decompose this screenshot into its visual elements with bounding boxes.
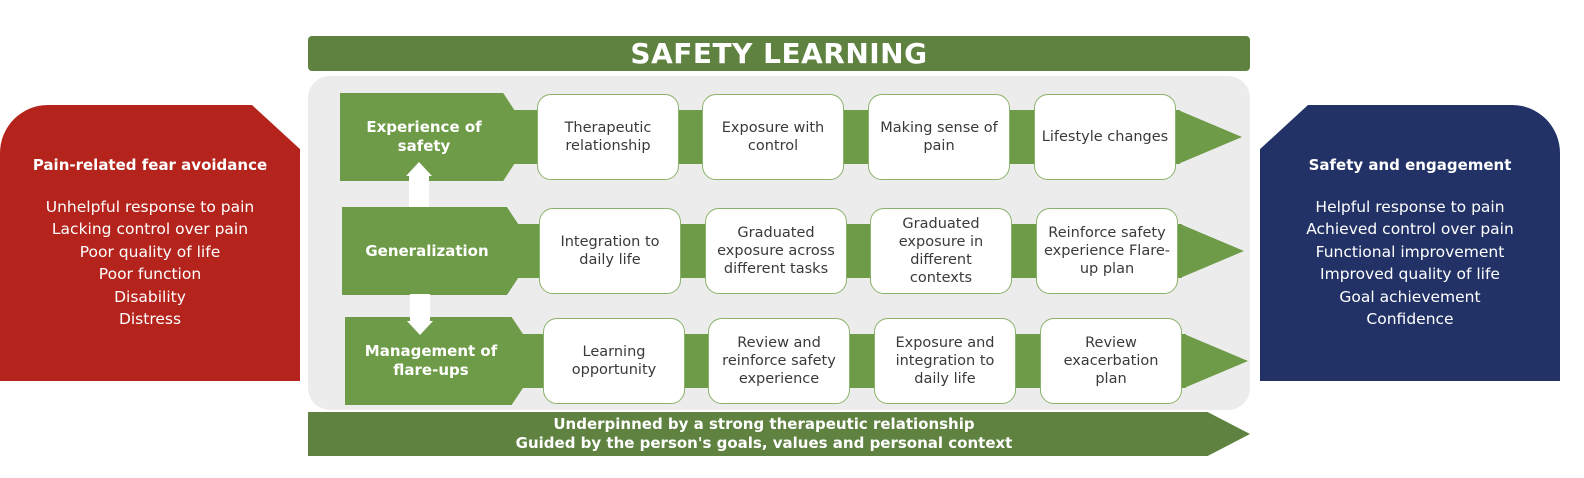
row-label-text: Management of flare-ups [364,342,498,379]
footer-line-2: Guided by the person's goals, values and… [515,434,1013,452]
connector-up [409,176,429,207]
right-panel-line: Achieved control over pain [1306,220,1514,238]
arrow-up-icon [406,162,432,176]
row-label-experience: Experience of safety [340,93,532,181]
diagram-title-text: SAFETY LEARNING [630,37,928,70]
step-box: Review and reinforce safety experience [708,318,850,404]
step-box: Therapeutic relationship [537,94,679,180]
step-box: Exposure with control [702,94,844,180]
left-panel-title: Pain-related fear avoidance [32,155,268,174]
diagram-title: SAFETY LEARNING [308,36,1250,71]
step-box: Lifestyle changes [1034,94,1176,180]
left-panel-fear-avoidance: Pain-related fear avoidance Unhelpful re… [0,105,300,381]
row-label-generalization: Generalization [342,207,536,295]
step-box: Exposure and integration to daily life [874,318,1016,404]
step-box: Review exacerbation plan [1040,318,1182,404]
left-panel-line: Poor function [98,265,202,283]
arrow-down-icon [407,321,433,335]
right-panel-line: Helpful response to pain [1315,197,1505,216]
left-panel-line: Lacking control over pain [51,220,249,238]
step-box: Learning opportunity [543,318,685,404]
step-box: Reinforce safety experience Flare-up pla… [1036,208,1178,294]
footer-line-1: Underpinned by a strong therapeutic rela… [553,415,975,433]
left-panel-line: Distress [118,310,182,328]
connector-down [410,294,430,321]
right-panel-line: Goal achievement [1339,287,1481,306]
step-box: Making sense of pain [868,94,1010,180]
foundation-banner: Underpinned by a strong therapeutic rela… [308,412,1250,456]
right-panel-line: Confidence [1366,310,1454,328]
row-label-flare-ups: Management of flare-ups [345,317,541,405]
step-box: Graduated exposure in different contexts [870,208,1012,294]
row-label-text: Generalization [365,241,489,260]
left-panel-line: Unhelpful response to pain [45,197,255,216]
right-panel-line: Functional improvement [1315,242,1505,261]
right-panel-line: Improved quality of life [1320,265,1500,283]
row-label-text: Experience of safety [366,118,482,155]
step-box: Graduated exposure across different task… [705,208,847,294]
step-box: Integration to daily life [539,208,681,294]
right-panel-title: Safety and engagement [1308,155,1512,174]
left-panel-line: Poor quality of life [79,242,221,261]
left-panel-line: Disability [114,287,186,306]
right-panel-safety-engagement: Safety and engagement Helpful response t… [1260,105,1560,381]
